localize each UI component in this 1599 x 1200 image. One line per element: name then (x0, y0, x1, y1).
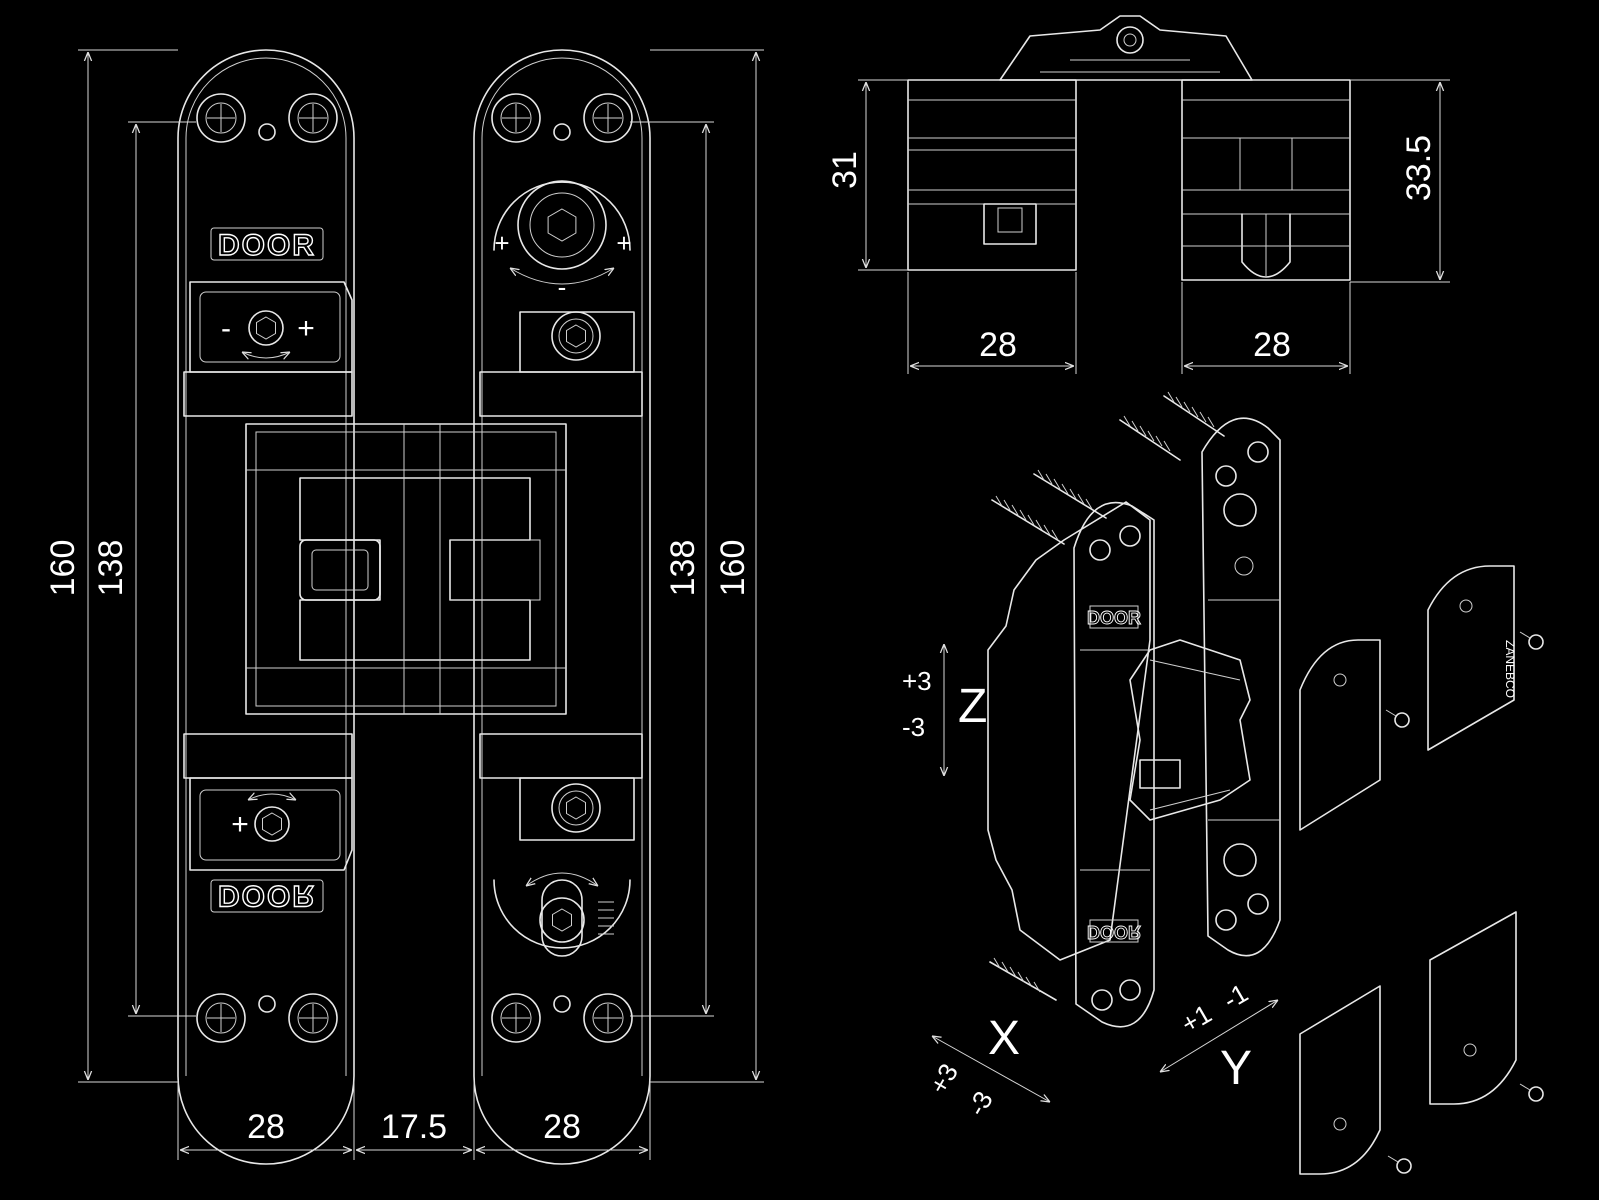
x-minus: -3 (961, 1086, 999, 1121)
cover-plate (1299, 985, 1381, 1175)
minus-center: - (558, 272, 567, 302)
iso-right-plate (1201, 417, 1281, 957)
screw-hole-icon (491, 93, 541, 143)
minus-sign: - (221, 312, 231, 345)
screw-hole-icon (583, 93, 633, 143)
screw-hole-icon (288, 93, 338, 143)
dim-160-right: 160 (714, 540, 752, 597)
z-axis-indicator: Z +3 -3 (902, 644, 987, 776)
dim-138-right: 138 (664, 540, 702, 597)
plus-sign: + (297, 312, 315, 345)
dim-28-right: 28 (543, 1108, 581, 1146)
small-screw-icon (1519, 631, 1544, 650)
y-minus: -1 (1218, 978, 1253, 1016)
small-screw-icon (1519, 1083, 1544, 1102)
left-hinge-plate: DOOR - + + (177, 49, 355, 1165)
small-screw-icon (1387, 1155, 1412, 1174)
dim-31: 31 (826, 151, 864, 189)
y-plus: +1 (1176, 998, 1217, 1039)
plus-right: + (616, 228, 631, 258)
side-view: 31 33.5 28 28 (826, 15, 1450, 374)
hinge-linkage (245, 423, 567, 715)
door-logo-inverted: DOOR (210, 878, 324, 913)
isometric-view: DOOR DOOR ZANEBCO (902, 391, 1544, 1175)
axis-x-label: X (988, 1012, 1020, 1065)
screw-hole-icon (583, 993, 633, 1043)
slot-adjuster-icon (493, 872, 631, 957)
brand-top-text: DOOR (218, 229, 316, 262)
axis-z-label: Z (958, 680, 987, 733)
screw-hole-icon (491, 993, 541, 1043)
screw-hole-icon (196, 93, 246, 143)
dim-33-5: 33.5 (1400, 135, 1438, 201)
front-dimensions: 160 138 138 160 28 17.5 (44, 49, 764, 1160)
x-plus: +3 (923, 1058, 964, 1099)
dim-28-left: 28 (247, 1108, 285, 1146)
plus-left: + (494, 228, 509, 258)
cover-plate: ZANEBCO (1427, 565, 1517, 751)
hex-screw-icon (551, 311, 601, 361)
axis-y-label: Y (1220, 1042, 1252, 1095)
screw-hole-icon (196, 993, 246, 1043)
adjustment-screw-icon (248, 310, 284, 346)
iso-brand-top: DOOR (1087, 608, 1141, 628)
adjustment-screw-icon (254, 806, 290, 842)
cover-plate (1299, 639, 1381, 831)
right-hinge-plate: + + - (473, 49, 651, 1165)
iso-left-plate: DOOR DOOR (1073, 501, 1155, 1028)
cover-brand: ZANEBCO (1503, 640, 1517, 698)
hex-screw-icon (551, 783, 601, 833)
y-axis-indicator: Y +1 -1 (1160, 978, 1278, 1095)
dim-17-5: 17.5 (381, 1108, 447, 1146)
side-block-left (907, 79, 1077, 271)
cam-adjuster-icon (493, 180, 631, 285)
side-block-right (1181, 79, 1351, 281)
dim-28-side-right: 28 (1253, 326, 1291, 364)
z-minus: -3 (902, 712, 925, 742)
z-plus: +3 (902, 666, 932, 696)
screw-hole-icon (288, 993, 338, 1043)
small-screw-icon (1385, 709, 1410, 728)
x-axis-indicator: X +3 -3 (923, 1012, 1050, 1121)
wood-screw-icon (1119, 415, 1181, 461)
dim-138-left: 138 (92, 540, 130, 597)
dim-28-side-left: 28 (979, 326, 1017, 364)
plus-sign-lower: + (231, 808, 249, 841)
front-view: DOOR - + + (44, 49, 764, 1165)
cover-plate (1429, 911, 1517, 1105)
wood-screw-icon (991, 495, 1065, 545)
wood-screw-icon (1163, 391, 1225, 437)
wood-screw-icon (989, 957, 1057, 1001)
door-logo: DOOR (210, 227, 324, 263)
dim-160-left: 160 (44, 540, 82, 597)
iso-brand-bottom: DOOR (1087, 922, 1141, 942)
brand-bottom-text: DOOR (218, 879, 316, 912)
